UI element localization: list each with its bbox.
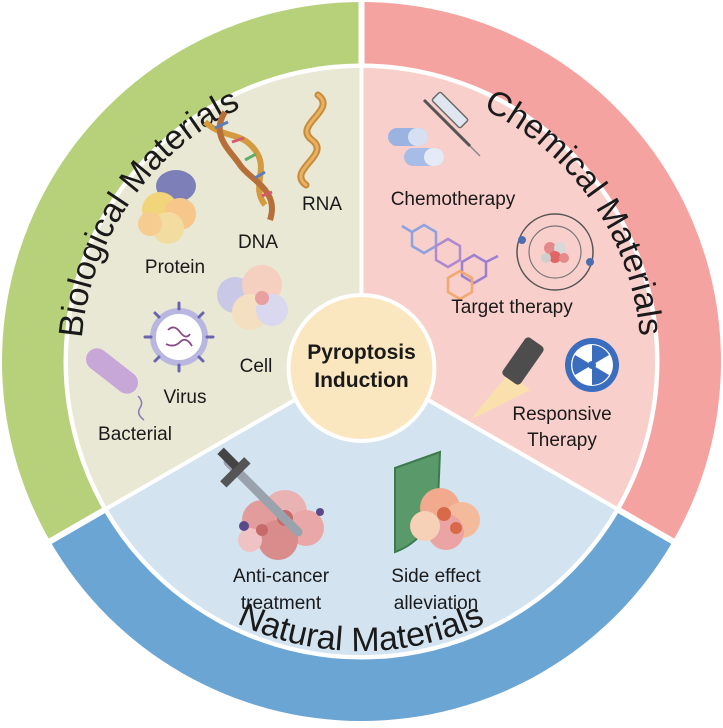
bacterial-icon — [86, 348, 145, 421]
rna-label: RNA — [302, 194, 342, 215]
pill-icon — [388, 128, 444, 166]
rna-icon — [297, 91, 327, 189]
inner-sector-chemical — [361, 68, 656, 509]
chemotherapy-label: Chemotherapy — [391, 189, 516, 210]
protein-label: Protein — [145, 257, 205, 278]
virus-label: Virus — [164, 387, 207, 408]
dna-icon — [202, 110, 275, 221]
dna-label: DNA — [238, 232, 278, 253]
target-therapy-label: Target therapy — [451, 297, 573, 318]
inner-sector-natural — [107, 361, 616, 656]
bacterial-label: Bacterial — [98, 424, 172, 445]
radiation-icon — [565, 338, 619, 392]
center-circle — [290, 297, 433, 439]
anti-cancer-label-line2: treatment — [241, 593, 322, 614]
inner-sector-biological — [67, 68, 362, 509]
dagger-icon — [217, 447, 303, 537]
side-effect-label-line1: Side effect — [391, 566, 481, 587]
virus-icon — [143, 301, 215, 373]
protein-icon — [138, 170, 196, 244]
responsive-therapy-label-line1: Responsive — [512, 404, 611, 425]
cell-icon — [217, 265, 288, 330]
atom-icon — [516, 213, 594, 291]
molecule-icon — [401, 223, 499, 301]
cell-label: Cell — [240, 356, 273, 377]
syringe-icon — [422, 91, 481, 157]
center-title-line2: Induction — [314, 369, 408, 392]
responsive-therapy-label-line2: Therapy — [527, 430, 597, 451]
center-title-line1: Pyroptosis — [307, 341, 416, 364]
anti-cancer-label-line1: Anti-cancer — [233, 566, 330, 587]
cell-cluster-icon — [410, 488, 480, 550]
side-effect-label-line2: alleviation — [394, 593, 479, 614]
flashlight-icon — [470, 337, 544, 420]
